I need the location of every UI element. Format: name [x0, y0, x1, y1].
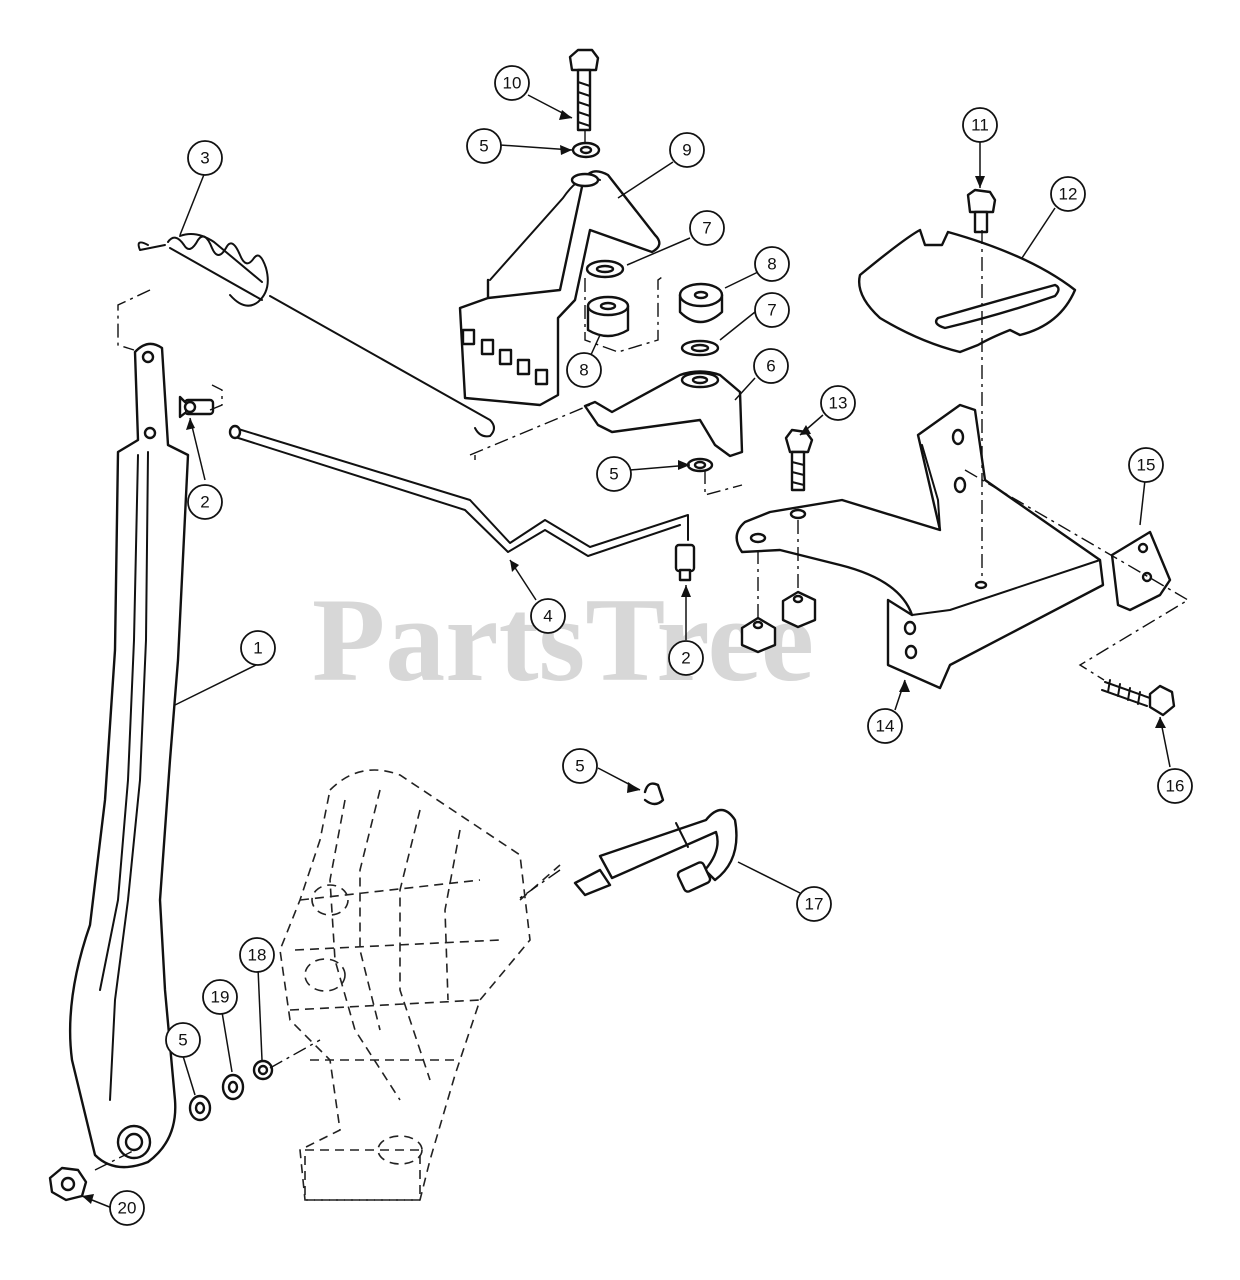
callout-17-label: 17	[805, 895, 824, 914]
callout-2b-label: 2	[681, 649, 690, 668]
callout-11-label: 11	[971, 116, 989, 135]
upper-bracket	[458, 170, 661, 407]
callout-8a: 8	[566, 352, 602, 388]
callout-4-label: 4	[543, 607, 552, 626]
callout-16: 16	[1157, 768, 1193, 804]
callout-5a-label: 5	[479, 137, 488, 156]
callout-7a: 7	[689, 210, 725, 246]
callout-5c: 5	[562, 748, 598, 784]
callout-10-label: 10	[503, 74, 522, 93]
callout-6: 6	[753, 348, 789, 384]
callout-14-label: 14	[876, 717, 895, 736]
e-clip-shaft	[643, 782, 665, 806]
bushing-lower	[252, 1059, 274, 1081]
callout-14: 14	[867, 708, 903, 744]
callout-6-label: 6	[766, 357, 775, 376]
callout-15-label: 15	[1137, 456, 1156, 475]
callout-20: 20	[109, 1190, 145, 1226]
callout-2b: 2	[668, 640, 704, 676]
callout-13-label: 13	[829, 394, 848, 413]
callout-7b-label: 7	[767, 301, 776, 320]
callout-19: 19	[202, 979, 238, 1015]
callout-10: 10	[494, 65, 530, 101]
bushing-upper-right	[678, 282, 724, 324]
shift-rod	[228, 424, 689, 557]
callout-5d-label: 5	[178, 1031, 187, 1050]
callout-1: 1	[240, 630, 276, 666]
spring-part	[137, 233, 495, 438]
callout-18-label: 18	[248, 946, 267, 965]
callout-12: 12	[1050, 176, 1086, 212]
bolt-bracket	[784, 428, 814, 492]
callout-5d: 5	[165, 1022, 201, 1058]
callout-9-label: 9	[682, 141, 691, 160]
shift-lever	[68, 342, 190, 1169]
callout-18: 18	[239, 937, 275, 973]
clip-plate	[1110, 530, 1172, 612]
callout-20-label: 20	[118, 1199, 137, 1218]
callout-8b-label: 8	[767, 255, 776, 274]
nut-lower	[48, 1166, 88, 1202]
bolt-lower-right	[1101, 679, 1176, 717]
transmission-housing-outline	[279, 769, 561, 1201]
leader-arrowheads	[82, 110, 1166, 1204]
callout-8a-label: 8	[579, 361, 588, 380]
bolt-upper	[568, 48, 600, 132]
washer-upper-right	[680, 339, 720, 357]
bolt-plate	[966, 188, 997, 234]
mounting-bracket	[735, 403, 1105, 690]
shift-shaft	[573, 808, 738, 897]
bushing-upper-left	[586, 295, 630, 338]
callout-8b: 8	[754, 246, 790, 282]
washer-lower	[221, 1073, 245, 1101]
alignment-lines	[94, 130, 1190, 1171]
shift-plate	[858, 228, 1077, 354]
callout-3-label: 3	[200, 149, 209, 168]
callout-9: 9	[669, 132, 705, 168]
callout-2a: 2	[187, 484, 223, 520]
ball-joint-lower	[674, 543, 696, 582]
ball-joint-upper	[178, 395, 215, 419]
callout-7b: 7	[754, 292, 790, 328]
callout-5a: 5	[466, 128, 502, 164]
watermark: PartsTree	[312, 573, 814, 706]
callout-13: 13	[820, 385, 856, 421]
callout-2a-label: 2	[200, 493, 209, 512]
callout-5b-label: 5	[609, 465, 618, 484]
clip-ring-lower	[188, 1094, 212, 1122]
e-clip-mid	[686, 457, 714, 473]
pivot-arm	[583, 370, 744, 458]
callout-4: 4	[530, 598, 566, 634]
callout-11: 11	[962, 107, 998, 143]
callout-17: 17	[796, 886, 832, 922]
callout-12-label: 12	[1059, 185, 1078, 204]
callout-1-label: 1	[253, 639, 262, 658]
callout-5c-label: 5	[575, 757, 584, 776]
callout-7a-label: 7	[702, 219, 711, 238]
washer-upper-left	[585, 259, 625, 279]
callout-15: 15	[1128, 447, 1164, 483]
callout-5b: 5	[596, 456, 632, 492]
spacer-right	[781, 590, 817, 629]
e-clip-upper	[571, 141, 601, 159]
callout-16-label: 16	[1166, 777, 1185, 796]
callout-19-label: 19	[211, 988, 230, 1007]
callout-3: 3	[187, 140, 223, 176]
